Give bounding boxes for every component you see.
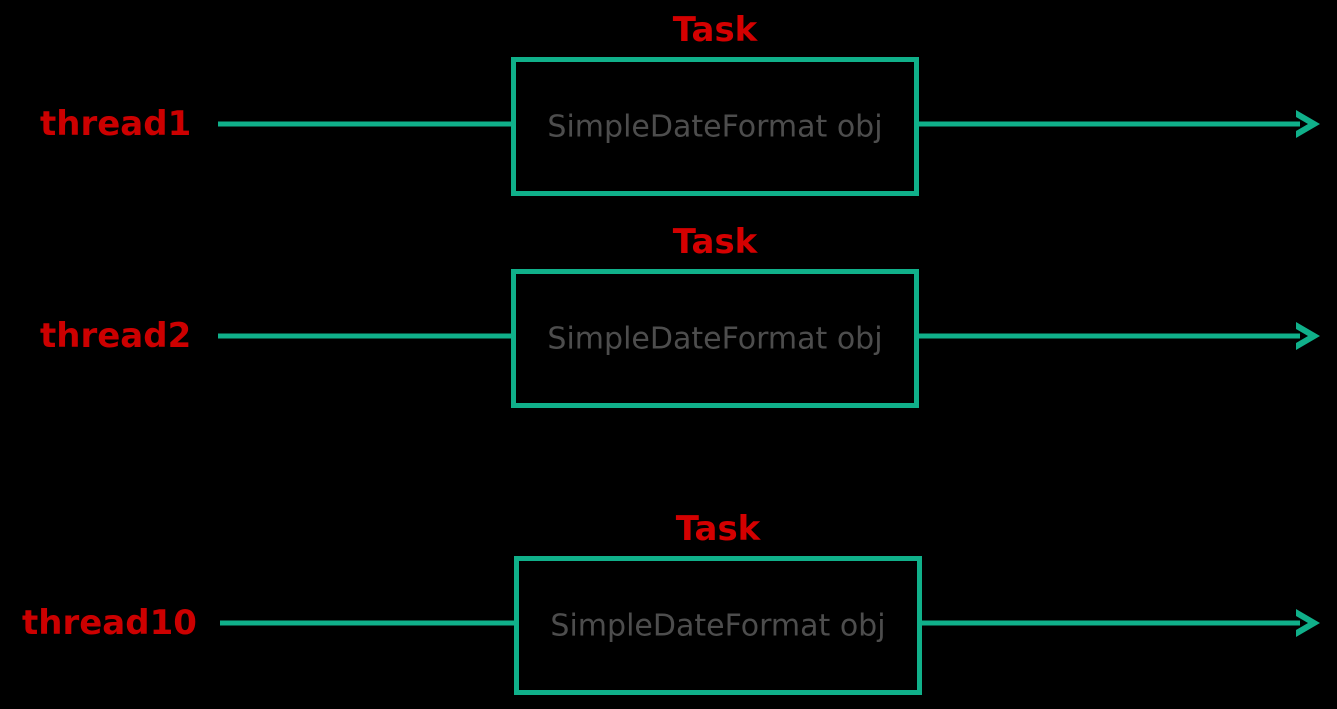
arrow-right-icon (1290, 319, 1324, 353)
thread-label: thread2 (40, 316, 192, 356)
timeline-segment-left (218, 333, 511, 339)
timeline-segment-left (220, 620, 514, 626)
thread-label: thread1 (40, 104, 192, 144)
task-box-label: SimpleDateFormat obj (550, 608, 886, 643)
arrow-right-icon (1290, 107, 1324, 141)
task-box-label: SimpleDateFormat obj (547, 321, 883, 356)
task-box: SimpleDateFormat obj (514, 556, 922, 695)
timeline-segment-right (919, 121, 1300, 127)
task-caption: Task (672, 10, 758, 50)
task-box-label: SimpleDateFormat obj (547, 109, 883, 144)
arrow-right-icon (1290, 606, 1324, 640)
thread-label: thread10 (22, 603, 197, 643)
task-caption: Task (672, 222, 758, 262)
task-box: SimpleDateFormat obj (511, 269, 919, 408)
timeline-segment-right (922, 620, 1300, 626)
task-box: SimpleDateFormat obj (511, 57, 919, 196)
timeline-segment-right (919, 333, 1300, 339)
task-caption: Task (675, 509, 761, 549)
timeline-segment-left (218, 121, 511, 127)
